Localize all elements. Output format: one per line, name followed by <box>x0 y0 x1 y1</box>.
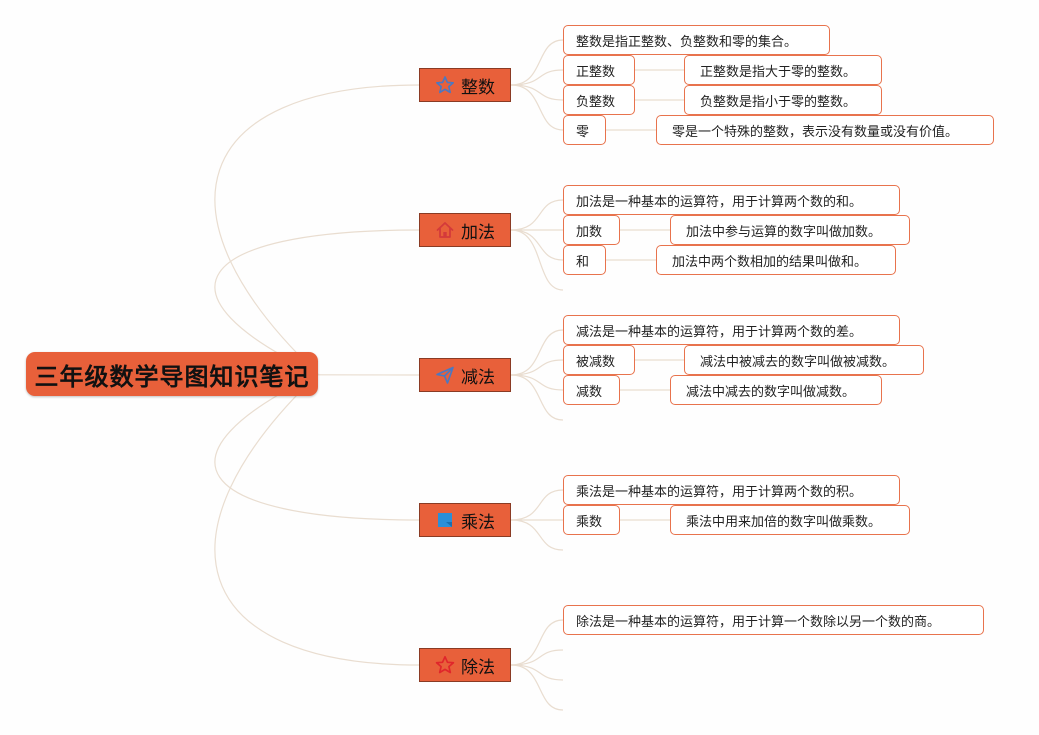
root-to-branch-link <box>214 229 420 375</box>
branch-integer[interactable]: 整数 <box>419 68 511 102</box>
root-to-branch-link <box>214 84 420 375</box>
branch-to-leaf-link <box>510 199 564 231</box>
leaf-multiplier-detail[interactable]: 乘法中用来加倍的数字叫做乘数。 <box>670 505 910 535</box>
root-topic[interactable]: 三年级数学导图知识笔记 <box>26 352 318 396</box>
branch-to-leaf-link <box>510 329 564 376</box>
leaf-minuend-detail[interactable]: 减法中被减去的数字叫做被减数。 <box>684 345 924 375</box>
leaf-subtrahend-detail[interactable]: 减法中减去的数字叫做减数。 <box>670 375 882 405</box>
branch-to-leaf-link <box>510 519 564 551</box>
branch-subtraction[interactable]: 减法 <box>419 358 511 392</box>
branch-to-leaf-link <box>510 359 564 376</box>
home-icon <box>435 220 455 240</box>
leaf-division-definition[interactable]: 除法是一种基本的运算符，用于计算一个数除以另一个数的商。 <box>563 605 984 635</box>
branch-to-leaf-link <box>510 664 564 681</box>
branch-to-leaf-link <box>510 84 564 101</box>
branch-label: 乘法 <box>461 512 495 533</box>
leaf-subtrahend[interactable]: 减数 <box>563 375 620 405</box>
branch-to-leaf-link <box>510 229 564 261</box>
leaf-zero[interactable]: 零 <box>563 115 606 145</box>
star-outline-icon <box>435 75 455 95</box>
branch-label: 加法 <box>461 222 495 243</box>
branch-to-leaf-link <box>510 39 564 86</box>
leaf-addend[interactable]: 加数 <box>563 215 620 245</box>
leaf-integer-definition[interactable]: 整数是指正整数、负整数和零的集合。 <box>563 25 830 55</box>
star-red-icon <box>435 655 455 675</box>
branch-to-leaf-link <box>510 619 564 666</box>
flag-icon <box>435 510 455 530</box>
root-to-branch-link <box>214 373 420 666</box>
leaf-multiplication-definition[interactable]: 乘法是一种基本的运算符，用于计算两个数的积。 <box>563 475 900 505</box>
branch-to-leaf-link <box>510 84 564 131</box>
branch-to-leaf-link <box>510 69 564 86</box>
leaf-addend-detail[interactable]: 加法中参与运算的数字叫做加数。 <box>670 215 910 245</box>
branch-to-leaf-link <box>510 374 564 391</box>
root-topic-label: 三年级数学导图知识笔记 <box>34 362 310 391</box>
branch-addition[interactable]: 加法 <box>419 213 511 247</box>
leaf-zero-detail[interactable]: 零是一个特殊的整数，表示没有数量或没有价值。 <box>656 115 994 145</box>
leaf-positive-integer[interactable]: 正整数 <box>563 55 635 85</box>
leaf-positive-integer-detail[interactable]: 正整数是指大于零的整数。 <box>684 55 882 85</box>
branch-label: 除法 <box>461 657 495 678</box>
branch-to-leaf-link <box>510 489 564 521</box>
branch-label: 减法 <box>461 367 495 388</box>
root-to-branch-link <box>214 373 420 521</box>
branch-label: 整数 <box>461 77 495 98</box>
leaf-negative-integer-detail[interactable]: 负整数是指小于零的整数。 <box>684 85 882 115</box>
leaf-sum-detail[interactable]: 加法中两个数相加的结果叫做和。 <box>656 245 896 275</box>
branch-division[interactable]: 除法 <box>419 648 511 682</box>
leaf-sum[interactable]: 和 <box>563 245 606 275</box>
branch-multiplication[interactable]: 乘法 <box>419 503 511 537</box>
branch-to-leaf-link <box>510 664 564 711</box>
leaf-subtraction-definition[interactable]: 减法是一种基本的运算符，用于计算两个数的差。 <box>563 315 900 345</box>
leaf-minuend[interactable]: 被减数 <box>563 345 635 375</box>
leaf-negative-integer[interactable]: 负整数 <box>563 85 635 115</box>
leaf-addition-definition[interactable]: 加法是一种基本的运算符，用于计算两个数的和。 <box>563 185 900 215</box>
branch-to-leaf-link <box>510 374 564 421</box>
branch-to-leaf-link <box>510 229 564 291</box>
branch-to-leaf-link <box>510 649 564 666</box>
paper-plane-icon <box>435 365 455 385</box>
leaf-multiplier[interactable]: 乘数 <box>563 505 620 535</box>
